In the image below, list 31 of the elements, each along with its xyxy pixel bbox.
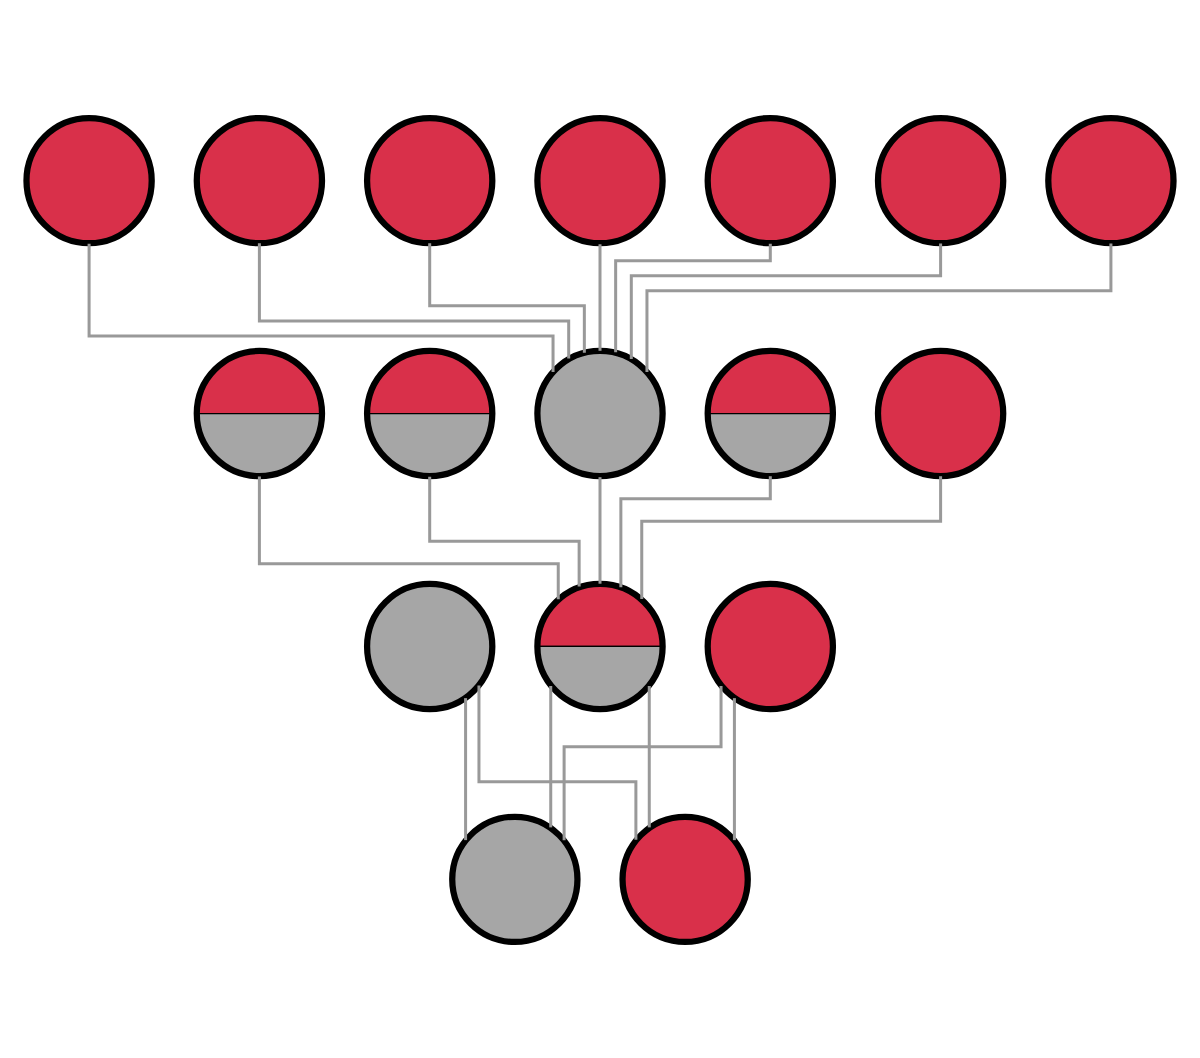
connector [732, 697, 736, 840]
connector [464, 697, 468, 840]
connector [598, 243, 602, 350]
connector [477, 684, 638, 839]
connector [257, 242, 571, 358]
connector [598, 476, 602, 583]
connector [629, 242, 943, 359]
connector [428, 475, 581, 586]
node-circle [704, 113, 837, 246]
node-circle [449, 812, 581, 945]
connector [257, 475, 560, 599]
node-circle [193, 113, 326, 246]
node-circle [23, 113, 155, 246]
node-circle [874, 346, 1007, 479]
node-circle [704, 579, 837, 712]
node-circle [363, 113, 496, 246]
connector [645, 242, 1113, 371]
connector [619, 475, 772, 587]
connector [647, 685, 651, 827]
node-circle [619, 812, 751, 945]
node-circle [363, 579, 496, 712]
connector [549, 685, 553, 827]
connector [562, 685, 723, 840]
connector [640, 475, 943, 599]
connector [614, 242, 772, 352]
node-circle [874, 113, 1007, 246]
node-circle [534, 346, 666, 479]
connector [87, 242, 555, 371]
node-circle [1045, 113, 1177, 246]
connector [428, 242, 586, 352]
node-circle [534, 113, 666, 246]
